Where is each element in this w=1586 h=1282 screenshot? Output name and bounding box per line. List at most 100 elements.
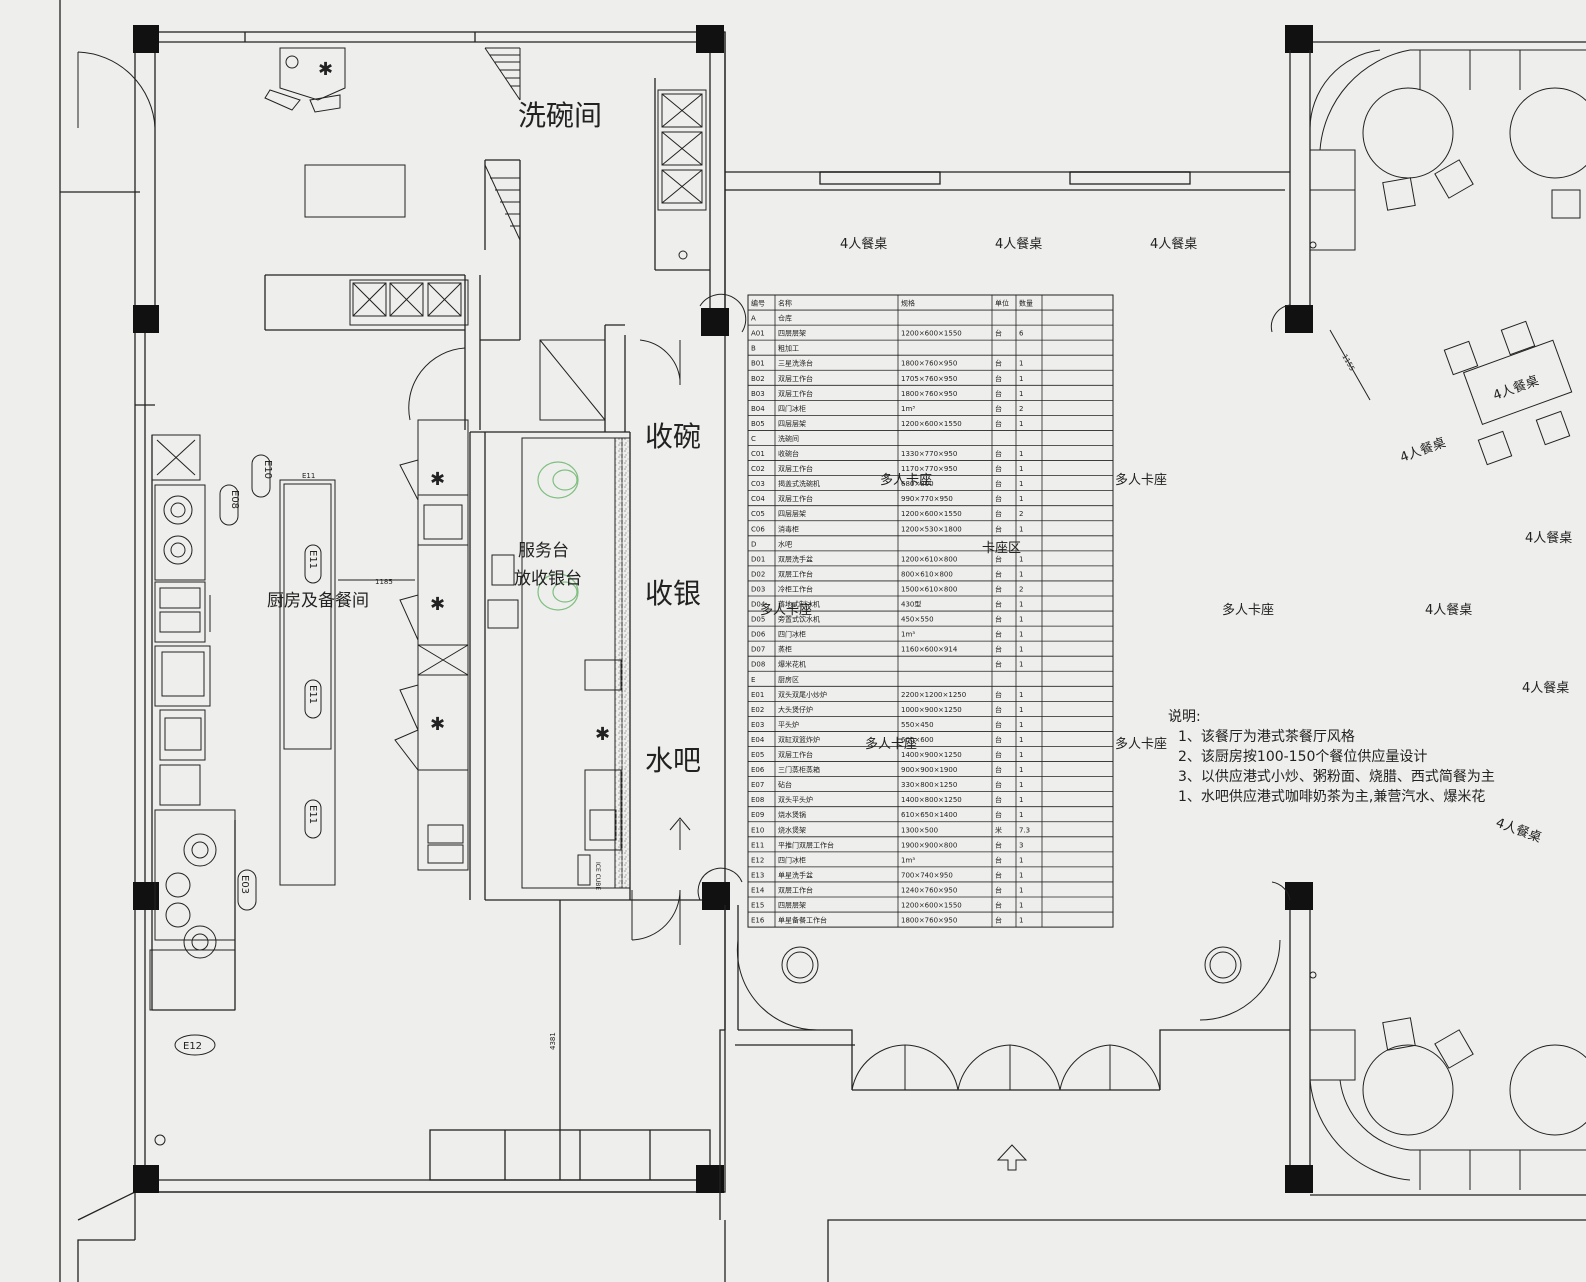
- table-cell: 冷柜工作台: [778, 584, 813, 593]
- table-cell: 1800×760×950: [901, 390, 957, 398]
- table-cell: D08: [751, 661, 765, 669]
- table-header-cell: 规格: [901, 299, 915, 308]
- table-cell: 1400×900×1250: [901, 751, 962, 759]
- table-header-cell: 单位: [995, 299, 1009, 308]
- table-cell: 1: [1019, 360, 1023, 368]
- table-cell: 四门冰柜: [778, 404, 806, 413]
- table-cell: E01: [751, 691, 764, 699]
- table-cell: 3: [1019, 841, 1023, 849]
- tag-e10: E10: [262, 460, 273, 479]
- table-cell: 1: [1019, 661, 1023, 669]
- table-cell: 1705×760×950: [901, 375, 957, 383]
- table-cell: E06: [751, 766, 765, 774]
- table-cell: B02: [751, 375, 765, 383]
- dimension: 1155: [1340, 353, 1356, 372]
- table-cell: 双层工作台: [778, 464, 813, 473]
- table-cell: 米: [995, 825, 1002, 834]
- table-cell: 台: [995, 780, 1002, 789]
- table-cell: 1: [1019, 646, 1023, 654]
- table-cell: B01: [751, 360, 765, 368]
- note-line: 1、水吧供应港式咖啡奶茶为主,兼营汽水、爆米花: [1178, 788, 1485, 805]
- table-cell: 台: [995, 705, 1002, 714]
- table-cell: 双头双尾小炒炉: [778, 690, 827, 699]
- room-label-service: 服务台: [518, 541, 569, 561]
- table-label: 4人餐桌: [1522, 680, 1569, 696]
- table-cell: 1: [1019, 856, 1023, 864]
- tag-e11: E11: [307, 805, 318, 824]
- table-cell: 1330×770×950: [901, 450, 957, 458]
- table-cell: 双层工作台: [778, 885, 813, 894]
- table-cell: 1200×610×800: [901, 555, 957, 563]
- table-cell: E: [751, 676, 755, 684]
- table-cell: E09: [751, 811, 764, 819]
- table-header-cell: 编号: [751, 299, 765, 308]
- table-cell: 1800×760×950: [901, 917, 957, 925]
- table-cell: 1200×600×1550: [901, 902, 962, 910]
- table-cell: 800×610×800: [901, 570, 953, 578]
- table-cell: 消毒柜: [778, 524, 799, 533]
- table-cell: 990×770×950: [901, 495, 953, 503]
- table-cell: D06: [751, 631, 766, 639]
- table-cell: C02: [751, 465, 765, 473]
- design-notes: 说明: 1、该餐厅为港式茶餐厅风格 2、该厨房按100-150个餐位供应量设计 …: [1168, 709, 1495, 805]
- table-cell: 1: [1019, 796, 1023, 804]
- table-label: 4人餐桌: [840, 236, 887, 252]
- tag-e12: E12: [183, 1041, 202, 1052]
- table-cell: 1200×600×1550: [901, 330, 962, 338]
- table-cell: E05: [751, 751, 764, 759]
- table-cell: 厨房区: [778, 675, 799, 684]
- table-cell: 水吧: [778, 539, 792, 548]
- table-cell: 550×450: [901, 721, 934, 729]
- table-cell: 蒸柜: [778, 645, 792, 654]
- table-cell: 1: [1019, 691, 1023, 699]
- table-cell: 台: [995, 630, 1002, 639]
- table-cell: 1800×760×950: [901, 360, 957, 368]
- table-cell: B03: [751, 390, 765, 398]
- table-cell: 600×600: [901, 736, 934, 744]
- table-cell: 1000×900×1250: [901, 706, 962, 714]
- table-cell: 落地式制冰机: [778, 600, 820, 609]
- table-cell: 430型: [901, 600, 921, 609]
- booth-label: 多人卡座: [760, 602, 812, 618]
- table-cell: 1200×530×1800: [901, 525, 962, 533]
- dimension: 1185: [375, 578, 393, 586]
- table-cell: 1: [1019, 465, 1023, 473]
- table-cell: 台: [995, 464, 1002, 473]
- table-cell: 1: [1019, 390, 1023, 398]
- table-cell: E13: [751, 871, 764, 879]
- table-cell: 台: [995, 584, 1002, 593]
- table-cell: 双层工作台: [778, 389, 813, 398]
- note-line: 1、该餐厅为港式茶餐厅风格: [1178, 729, 1355, 745]
- table-cell: 台: [995, 810, 1002, 819]
- table-cell: D07: [751, 646, 765, 654]
- door-swings: [77, 51, 681, 945]
- table-cell: 1: [1019, 420, 1023, 428]
- table-cell: 1: [1019, 811, 1023, 819]
- table-cell: 1: [1019, 375, 1023, 383]
- table-cell: 台: [995, 419, 1002, 428]
- table-cell: 大头煲仔炉: [778, 705, 813, 714]
- table-cell: A01: [751, 330, 765, 338]
- table-cell: 1200×600×1550: [901, 510, 962, 518]
- service-line: ✱ ✱ ✱ ✱: [394, 339, 691, 889]
- table-cell: 1: [1019, 871, 1023, 879]
- table-cell: 1: [1019, 736, 1023, 744]
- dishwash-equipment: ✱: [264, 47, 707, 326]
- table-cell: 1: [1019, 570, 1023, 578]
- room-label-booth-zone: 卡座区: [982, 541, 1021, 556]
- table-cell: 单星洗手盆: [778, 870, 813, 879]
- table-cell: B: [751, 345, 756, 353]
- table-cell: 1: [1019, 751, 1023, 759]
- service-line-green-equipment: [537, 461, 579, 611]
- seating-labels: 4人餐桌 4人餐桌 4人餐桌 4人餐桌 4人餐桌 4人餐桌 4人餐桌 4人餐桌 …: [760, 236, 1572, 846]
- table-cell: 台: [995, 404, 1002, 413]
- table-cell: D02: [751, 570, 765, 578]
- table-cell: 粗加工: [778, 344, 799, 353]
- table-cell: 680×800: [901, 480, 934, 488]
- table-cell: 台: [995, 329, 1002, 338]
- table-cell: 1400×800×1250: [901, 796, 962, 804]
- table-cell: C04: [751, 495, 765, 503]
- table-cell: 爆米花机: [778, 660, 806, 669]
- table-cell: 双头平头炉: [778, 795, 813, 804]
- table-cell: 台: [995, 750, 1002, 759]
